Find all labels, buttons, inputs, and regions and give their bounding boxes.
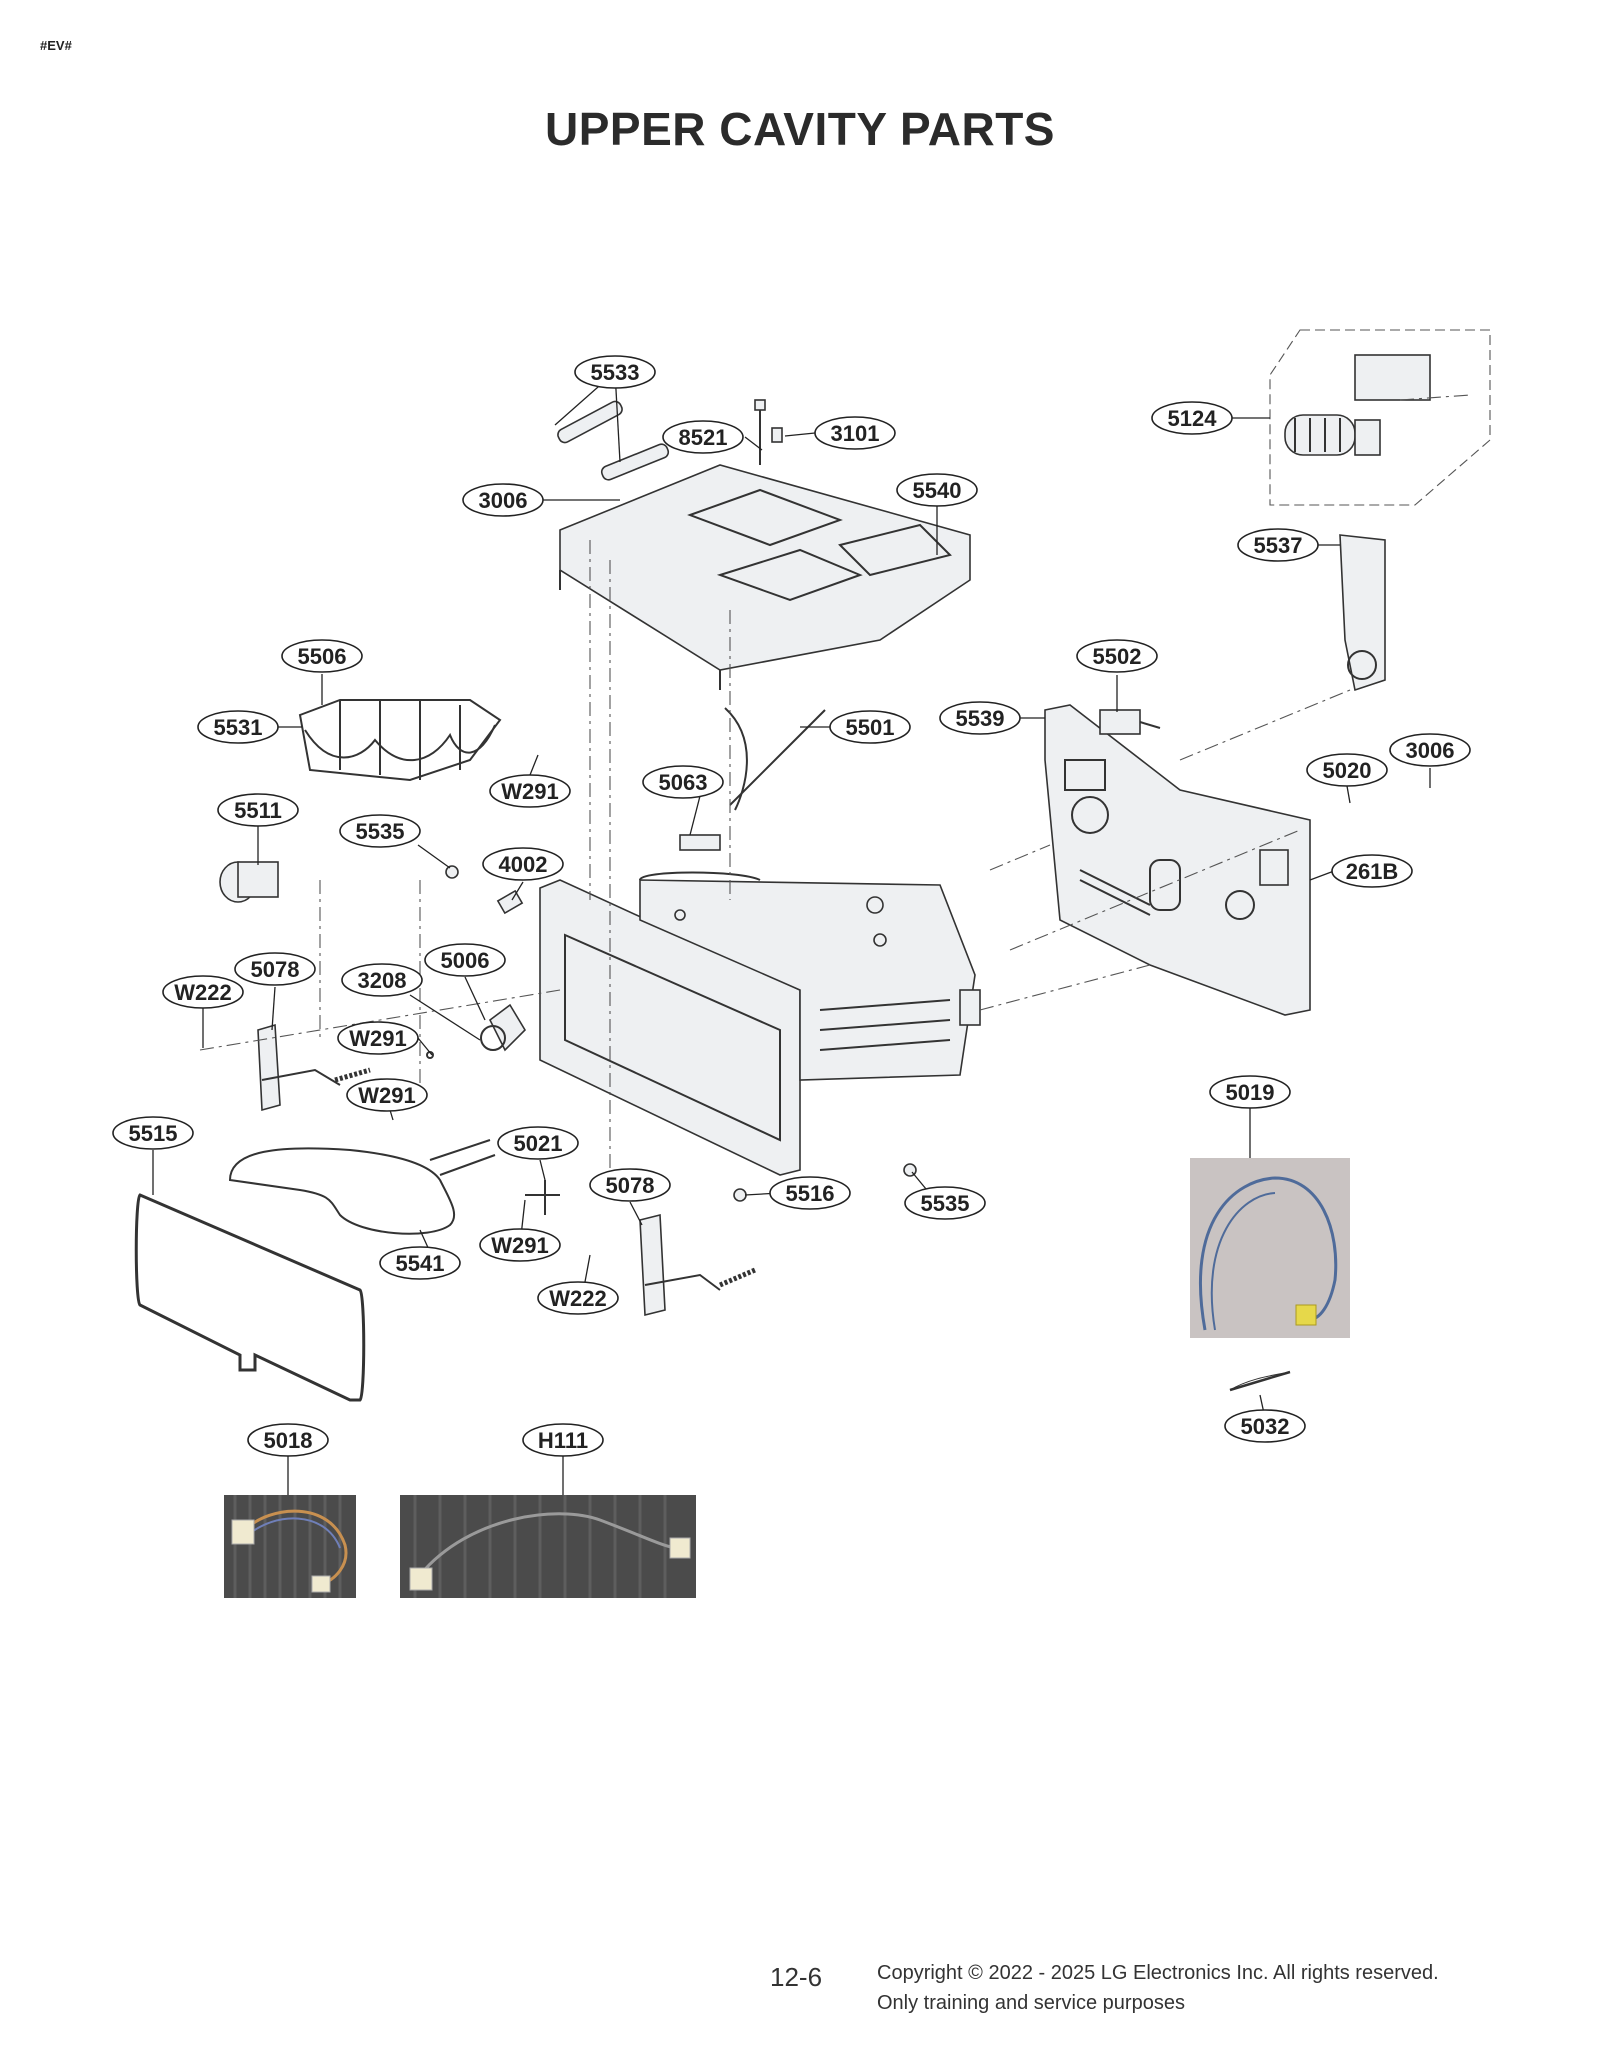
photo-5018 (224, 1495, 356, 1598)
callout-h111: H111 (522, 1423, 604, 1457)
svg-text:W291: W291 (358, 1083, 415, 1108)
callout-5531: 5531 (197, 710, 279, 744)
callout-5535-lower: 5535 (904, 1186, 986, 1220)
svg-text:5506: 5506 (298, 644, 347, 669)
callout-5502: 5502 (1076, 639, 1158, 673)
svg-text:5533: 5533 (591, 360, 640, 385)
svg-text:5021: 5021 (514, 1131, 563, 1156)
callout-3101: 3101 (814, 416, 896, 450)
page-number: 12-6 (770, 1962, 823, 1992)
svg-text:5501: 5501 (846, 715, 895, 740)
page-title: UPPER CAVITY PARTS (545, 103, 1055, 155)
callout-5516: 5516 (769, 1176, 851, 1210)
parts-illustration (134, 329, 1491, 1402)
svg-text:H111: H111 (538, 1428, 588, 1453)
callout-5019: 5019 (1209, 1075, 1291, 1109)
callout-5078-left: 5078 (234, 952, 316, 986)
svg-text:5531: 5531 (214, 715, 263, 740)
callout-w291-bottom: W291 (479, 1228, 561, 1262)
svg-text:W291: W291 (501, 779, 558, 804)
callout-w291-top: W291 (489, 774, 571, 808)
svg-text:5540: 5540 (913, 478, 962, 503)
svg-text:5537: 5537 (1254, 533, 1303, 558)
callout-w222-left: W222 (162, 975, 244, 1009)
callout-5006: 5006 (424, 943, 506, 977)
svg-text:261B: 261B (1346, 859, 1399, 884)
callout-8521: 8521 (662, 420, 744, 454)
usage-notice: Only training and service purposes (877, 1992, 1185, 2014)
svg-text:5006: 5006 (441, 948, 490, 973)
callout-261b: 261B (1331, 854, 1413, 888)
callout-5032: 5032 (1224, 1409, 1306, 1443)
callout-5020: 5020 (1306, 753, 1388, 787)
callout-3208: 3208 (341, 963, 423, 997)
svg-text:W291: W291 (349, 1026, 406, 1051)
svg-text:3101: 3101 (831, 421, 880, 446)
callout-w291-mid: W291 (337, 1021, 419, 1055)
photo-h111 (400, 1495, 696, 1598)
svg-text:5078: 5078 (606, 1173, 655, 1198)
svg-text:8521: 8521 (679, 425, 728, 450)
callout-5515: 5515 (112, 1116, 194, 1150)
svg-text:3006: 3006 (479, 488, 528, 513)
svg-text:5063: 5063 (659, 770, 708, 795)
callout-4002: 4002 (482, 847, 564, 881)
callout-5018: 5018 (247, 1423, 329, 1457)
footer-text: Copyright © 2022 - 2025 LG Electronics I… (877, 1958, 1439, 2018)
copyright-notice: Copyright © 2022 - 2025 LG Electronics I… (877, 1962, 1439, 1984)
callout-5506: 5506 (281, 639, 363, 673)
photo-5019 (1190, 1158, 1350, 1338)
svg-text:W222: W222 (549, 1286, 606, 1311)
svg-text:4002: 4002 (499, 852, 548, 877)
svg-text:5535: 5535 (356, 819, 405, 844)
callout-5501: 5501 (829, 710, 911, 744)
svg-text:3006: 3006 (1406, 738, 1455, 763)
svg-text:W222: W222 (174, 980, 231, 1005)
callouts: 5533 8521 3101 3006 5540 5124 5537 5506 … (112, 355, 1471, 1457)
callout-w222-right: W222 (537, 1281, 619, 1315)
callout-3006-right: 3006 (1389, 733, 1471, 767)
svg-text:5535: 5535 (921, 1191, 970, 1216)
svg-text:5511: 5511 (234, 798, 282, 823)
document-tag: #EV# (40, 38, 72, 53)
svg-text:5078: 5078 (251, 957, 300, 982)
callout-5078-right: 5078 (589, 1168, 671, 1202)
callout-5124: 5124 (1151, 401, 1233, 435)
svg-text:5019: 5019 (1226, 1080, 1275, 1105)
callout-5537: 5537 (1237, 528, 1319, 562)
callout-3006: 3006 (462, 483, 544, 517)
svg-text:3208: 3208 (358, 968, 407, 993)
svg-text:5502: 5502 (1093, 644, 1142, 669)
svg-text:5515: 5515 (129, 1121, 178, 1146)
callout-5540: 5540 (896, 473, 978, 507)
svg-text:W291: W291 (491, 1233, 548, 1258)
callout-5533: 5533 (574, 355, 656, 389)
callout-5539: 5539 (939, 701, 1021, 735)
callout-5063: 5063 (642, 765, 724, 799)
callout-5535-upper: 5535 (339, 814, 421, 848)
callout-5021: 5021 (497, 1126, 579, 1160)
svg-text:5018: 5018 (264, 1428, 313, 1453)
svg-text:5124: 5124 (1168, 406, 1218, 431)
callout-5511: 5511 (217, 793, 299, 827)
svg-text:5032: 5032 (1241, 1414, 1290, 1439)
svg-text:5539: 5539 (956, 706, 1005, 731)
callout-5541: 5541 (379, 1246, 461, 1280)
callout-w291-lower: W291 (346, 1078, 428, 1112)
svg-text:5020: 5020 (1323, 758, 1372, 783)
svg-text:5516: 5516 (786, 1181, 835, 1206)
svg-text:5541: 5541 (396, 1251, 445, 1276)
